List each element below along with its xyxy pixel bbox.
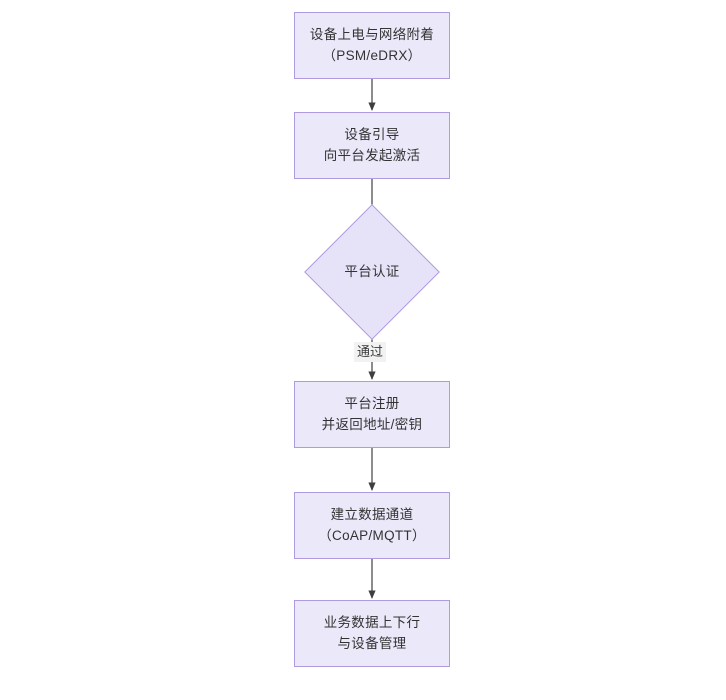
node-label: 设备引导 向平台发起激活 [323,126,421,163]
node-platform-registration[interactable]: 平台注册 并返回地址/密钥 [294,381,450,448]
node-establish-data-channel[interactable]: 建立数据通道 （CoAP/MQTT） [294,492,450,559]
node-label: 平台注册 并返回地址/密钥 [321,395,423,432]
node-label: 业务数据上下行 与设备管理 [323,614,421,651]
node-business-data-and-device-management[interactable]: 业务数据上下行 与设备管理 [294,600,450,667]
node-label: 设备上电与网络附着 （PSM/eDRX） [309,26,435,63]
node-label: 建立数据通道 （CoAP/MQTT） [318,506,426,543]
node-label: 平台认证 [344,263,400,279]
node-device-power-on[interactable]: 设备上电与网络附着 （PSM/eDRX） [294,12,450,79]
edge-label-pass: 通过 [354,342,387,363]
node-device-bootstrap[interactable]: 设备引导 向平台发起激活 [294,112,450,179]
node-platform-authentication[interactable]: 平台认证 [304,204,440,340]
